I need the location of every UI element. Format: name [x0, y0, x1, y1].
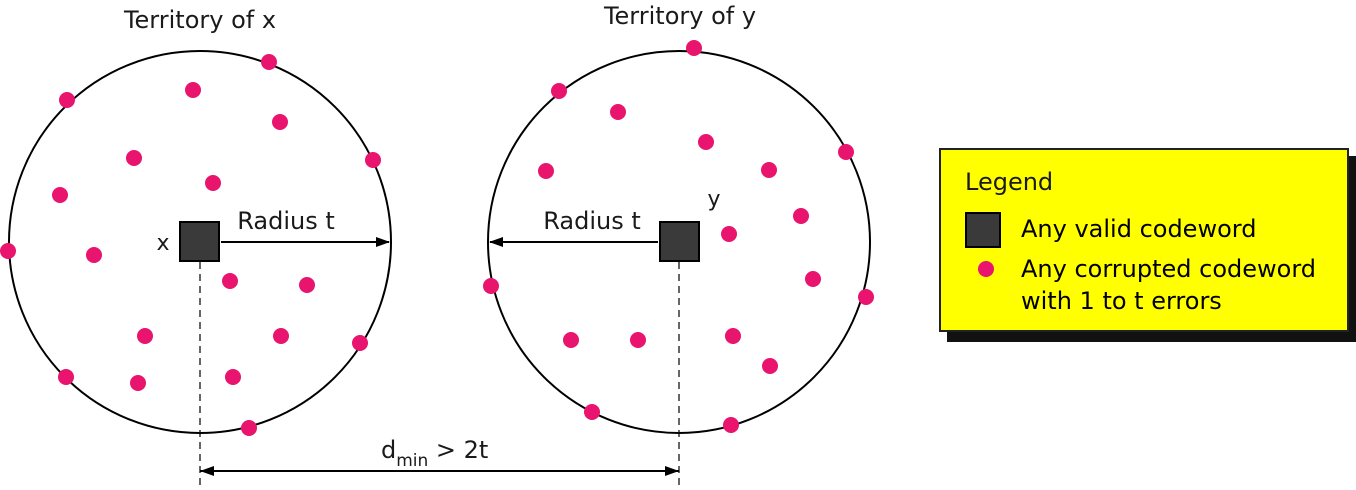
- corrupted-codeword-dot: [261, 54, 277, 70]
- legend-corrupted-label-line1: Any corrupted codeword: [1021, 255, 1317, 283]
- legend-box: Legend Any valid codeword Any corrupted …: [939, 148, 1349, 332]
- corrupted-codeword-dot: [538, 163, 554, 179]
- corrupted-codeword-dot: [137, 328, 153, 344]
- territory-y-title: Territory of y: [603, 2, 756, 30]
- dot-icon: [978, 261, 994, 277]
- corrupted-codeword-dot: [858, 289, 874, 305]
- distance-arrowhead-right: [665, 466, 679, 476]
- corrupted-codeword-dot: [793, 208, 809, 224]
- corrupted-codeword-dot: [225, 369, 241, 385]
- radius-x-label: Radius t: [237, 207, 335, 235]
- legend-title: Legend: [965, 168, 1054, 196]
- corrupted-codeword-dot: [126, 150, 142, 166]
- corrupted-codeword-dot: [52, 187, 68, 203]
- corrupted-codeword-dot: [610, 104, 626, 120]
- corrupted-codeword-dot: [365, 152, 381, 168]
- corrupted-codeword-dot: [838, 144, 854, 160]
- corrupted-codeword-dot: [483, 278, 499, 294]
- corrupted-codeword-dot: [130, 375, 146, 391]
- codeword-y-label: y: [707, 187, 720, 212]
- corrupted-codeword-dot: [241, 420, 257, 436]
- square-icon: [965, 212, 1001, 248]
- corrupted-codeword-dot: [58, 369, 74, 385]
- corrupted-codeword-dot: [762, 358, 778, 374]
- corrupted-codeword-dot: [352, 335, 368, 351]
- codeword-x-square: [179, 221, 220, 262]
- corrupted-codeword-dot: [686, 40, 702, 56]
- corrupted-dots-y: [483, 40, 874, 433]
- corrupted-codeword-dot: [299, 277, 315, 293]
- territory-x: Territory of x Radius t x: [0, 6, 392, 488]
- corrupted-codeword-dot: [59, 92, 75, 108]
- corrupted-codeword-dot: [222, 273, 238, 289]
- distance-label: dmin > 2t: [381, 436, 488, 471]
- codeword-x-label: x: [156, 231, 169, 256]
- corrupted-codeword-dot: [630, 332, 646, 348]
- corrupted-codeword-dot: [721, 226, 737, 242]
- distance-label-rest: > 2t: [428, 436, 488, 464]
- territory-y: Territory of y Radius t y: [483, 2, 874, 488]
- corrupted-codeword-dot: [185, 82, 201, 98]
- minimum-distance: dmin > 2t: [200, 436, 679, 476]
- legend-valid-label: Any valid codeword: [1021, 215, 1257, 243]
- corrupted-codeword-dot: [698, 134, 714, 150]
- corrupted-codeword-dot: [0, 243, 16, 259]
- corrupted-codeword-dot: [723, 417, 739, 433]
- radius-y-label: Radius t: [543, 207, 641, 235]
- corrupted-codeword-dot: [273, 328, 289, 344]
- corrupted-codeword-dot: [584, 404, 600, 420]
- corrupted-codeword-dot: [551, 83, 567, 99]
- corrupted-codeword-dot: [272, 114, 288, 130]
- corrupted-codeword-dot: [725, 328, 741, 344]
- distance-label-subscript: min: [396, 451, 428, 471]
- legend-corrupted-label-line2: with 1 to t errors: [1021, 287, 1222, 315]
- codeword-y-square: [659, 221, 700, 262]
- corrupted-codeword-dot: [761, 162, 777, 178]
- territory-x-title: Territory of x: [123, 6, 276, 34]
- corrupted-codeword-dot: [805, 271, 821, 287]
- distance-arrowhead-left: [200, 466, 214, 476]
- corrupted-codeword-dot: [86, 247, 102, 263]
- corrupted-codeword-dot: [563, 332, 579, 348]
- distance-label-main: d: [381, 436, 396, 464]
- corrupted-codeword-dot: [205, 175, 221, 191]
- corrupted-dots-x: [0, 54, 381, 436]
